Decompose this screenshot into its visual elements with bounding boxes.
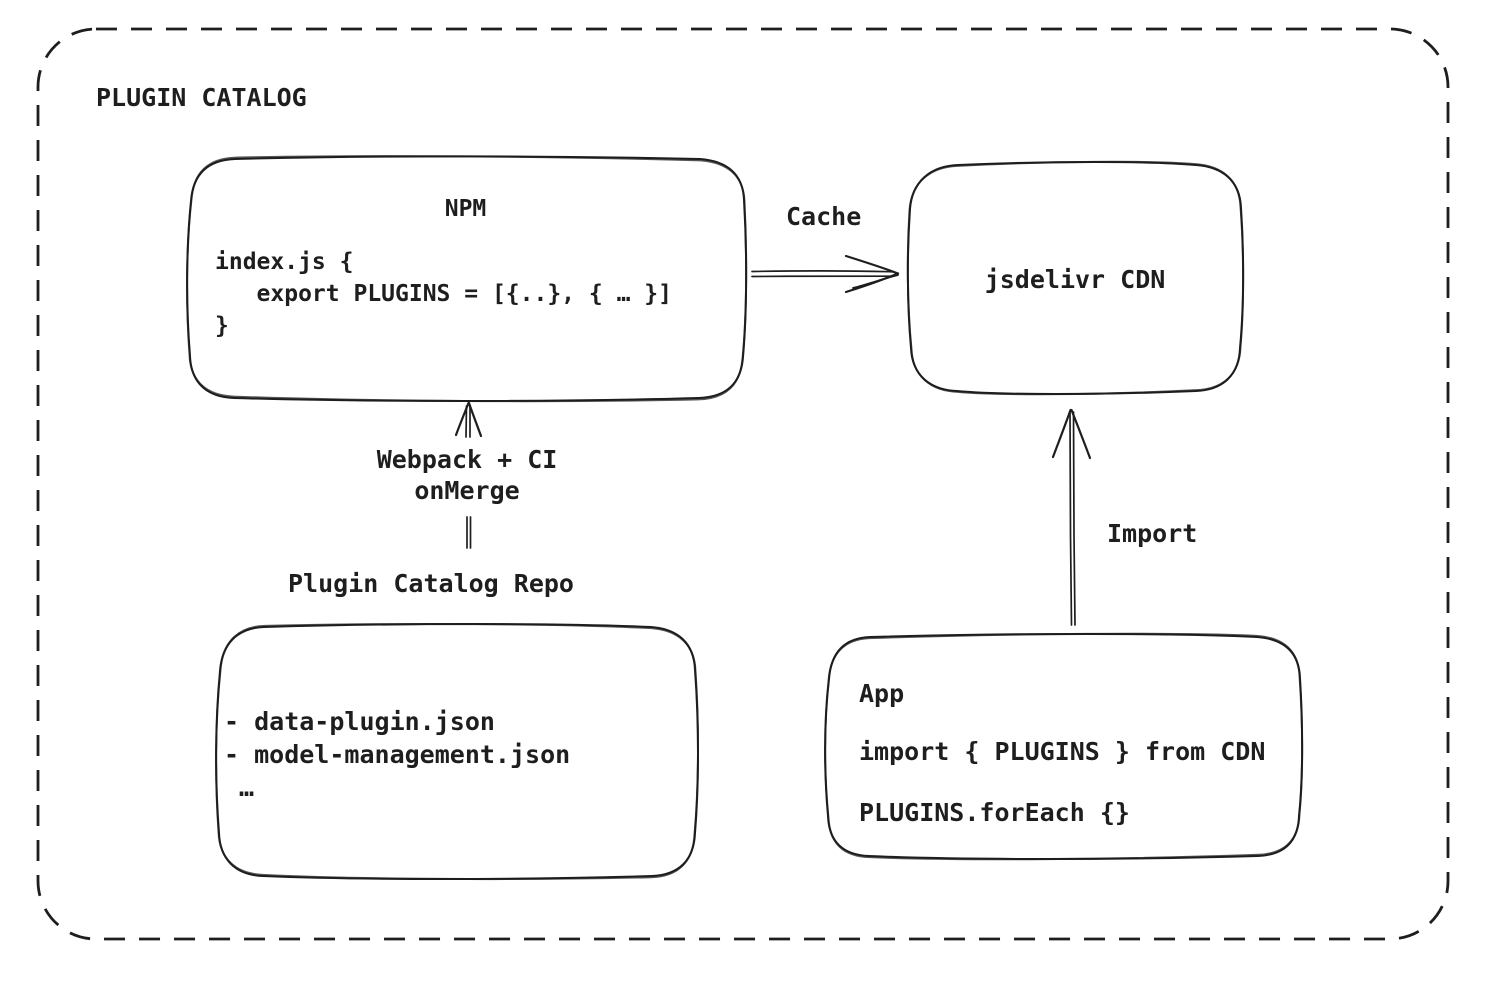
repo-file-list: - data-plugin.json - model-management.js…: [224, 707, 571, 802]
import-arrow-label: Import: [1107, 519, 1198, 548]
npm-title: NPM: [444, 196, 487, 222]
repo-title: Plugin Catalog Repo: [288, 569, 574, 598]
npm-code: index.js { export PLUGINS = [{..}, { … }…: [215, 249, 672, 339]
app-code-foreach-line: PLUGINS.forEach {}: [859, 798, 1130, 827]
cache-arrow: [751, 254, 900, 294]
app-code-import-line: import { PLUGINS } from CDN: [859, 737, 1266, 766]
build-arrow-label: Webpack + CI onMerge: [376, 445, 558, 505]
frame-title: PLUGIN CATALOG: [96, 83, 307, 112]
import-arrow: [1051, 408, 1092, 626]
cdn-title: jsdelivr CDN: [984, 265, 1166, 294]
app-title: App: [859, 679, 905, 708]
build-arrow: [454, 401, 483, 549]
plugin-catalog-frame-border: [36, 27, 1450, 941]
cache-arrow-label: Cache: [786, 202, 862, 231]
